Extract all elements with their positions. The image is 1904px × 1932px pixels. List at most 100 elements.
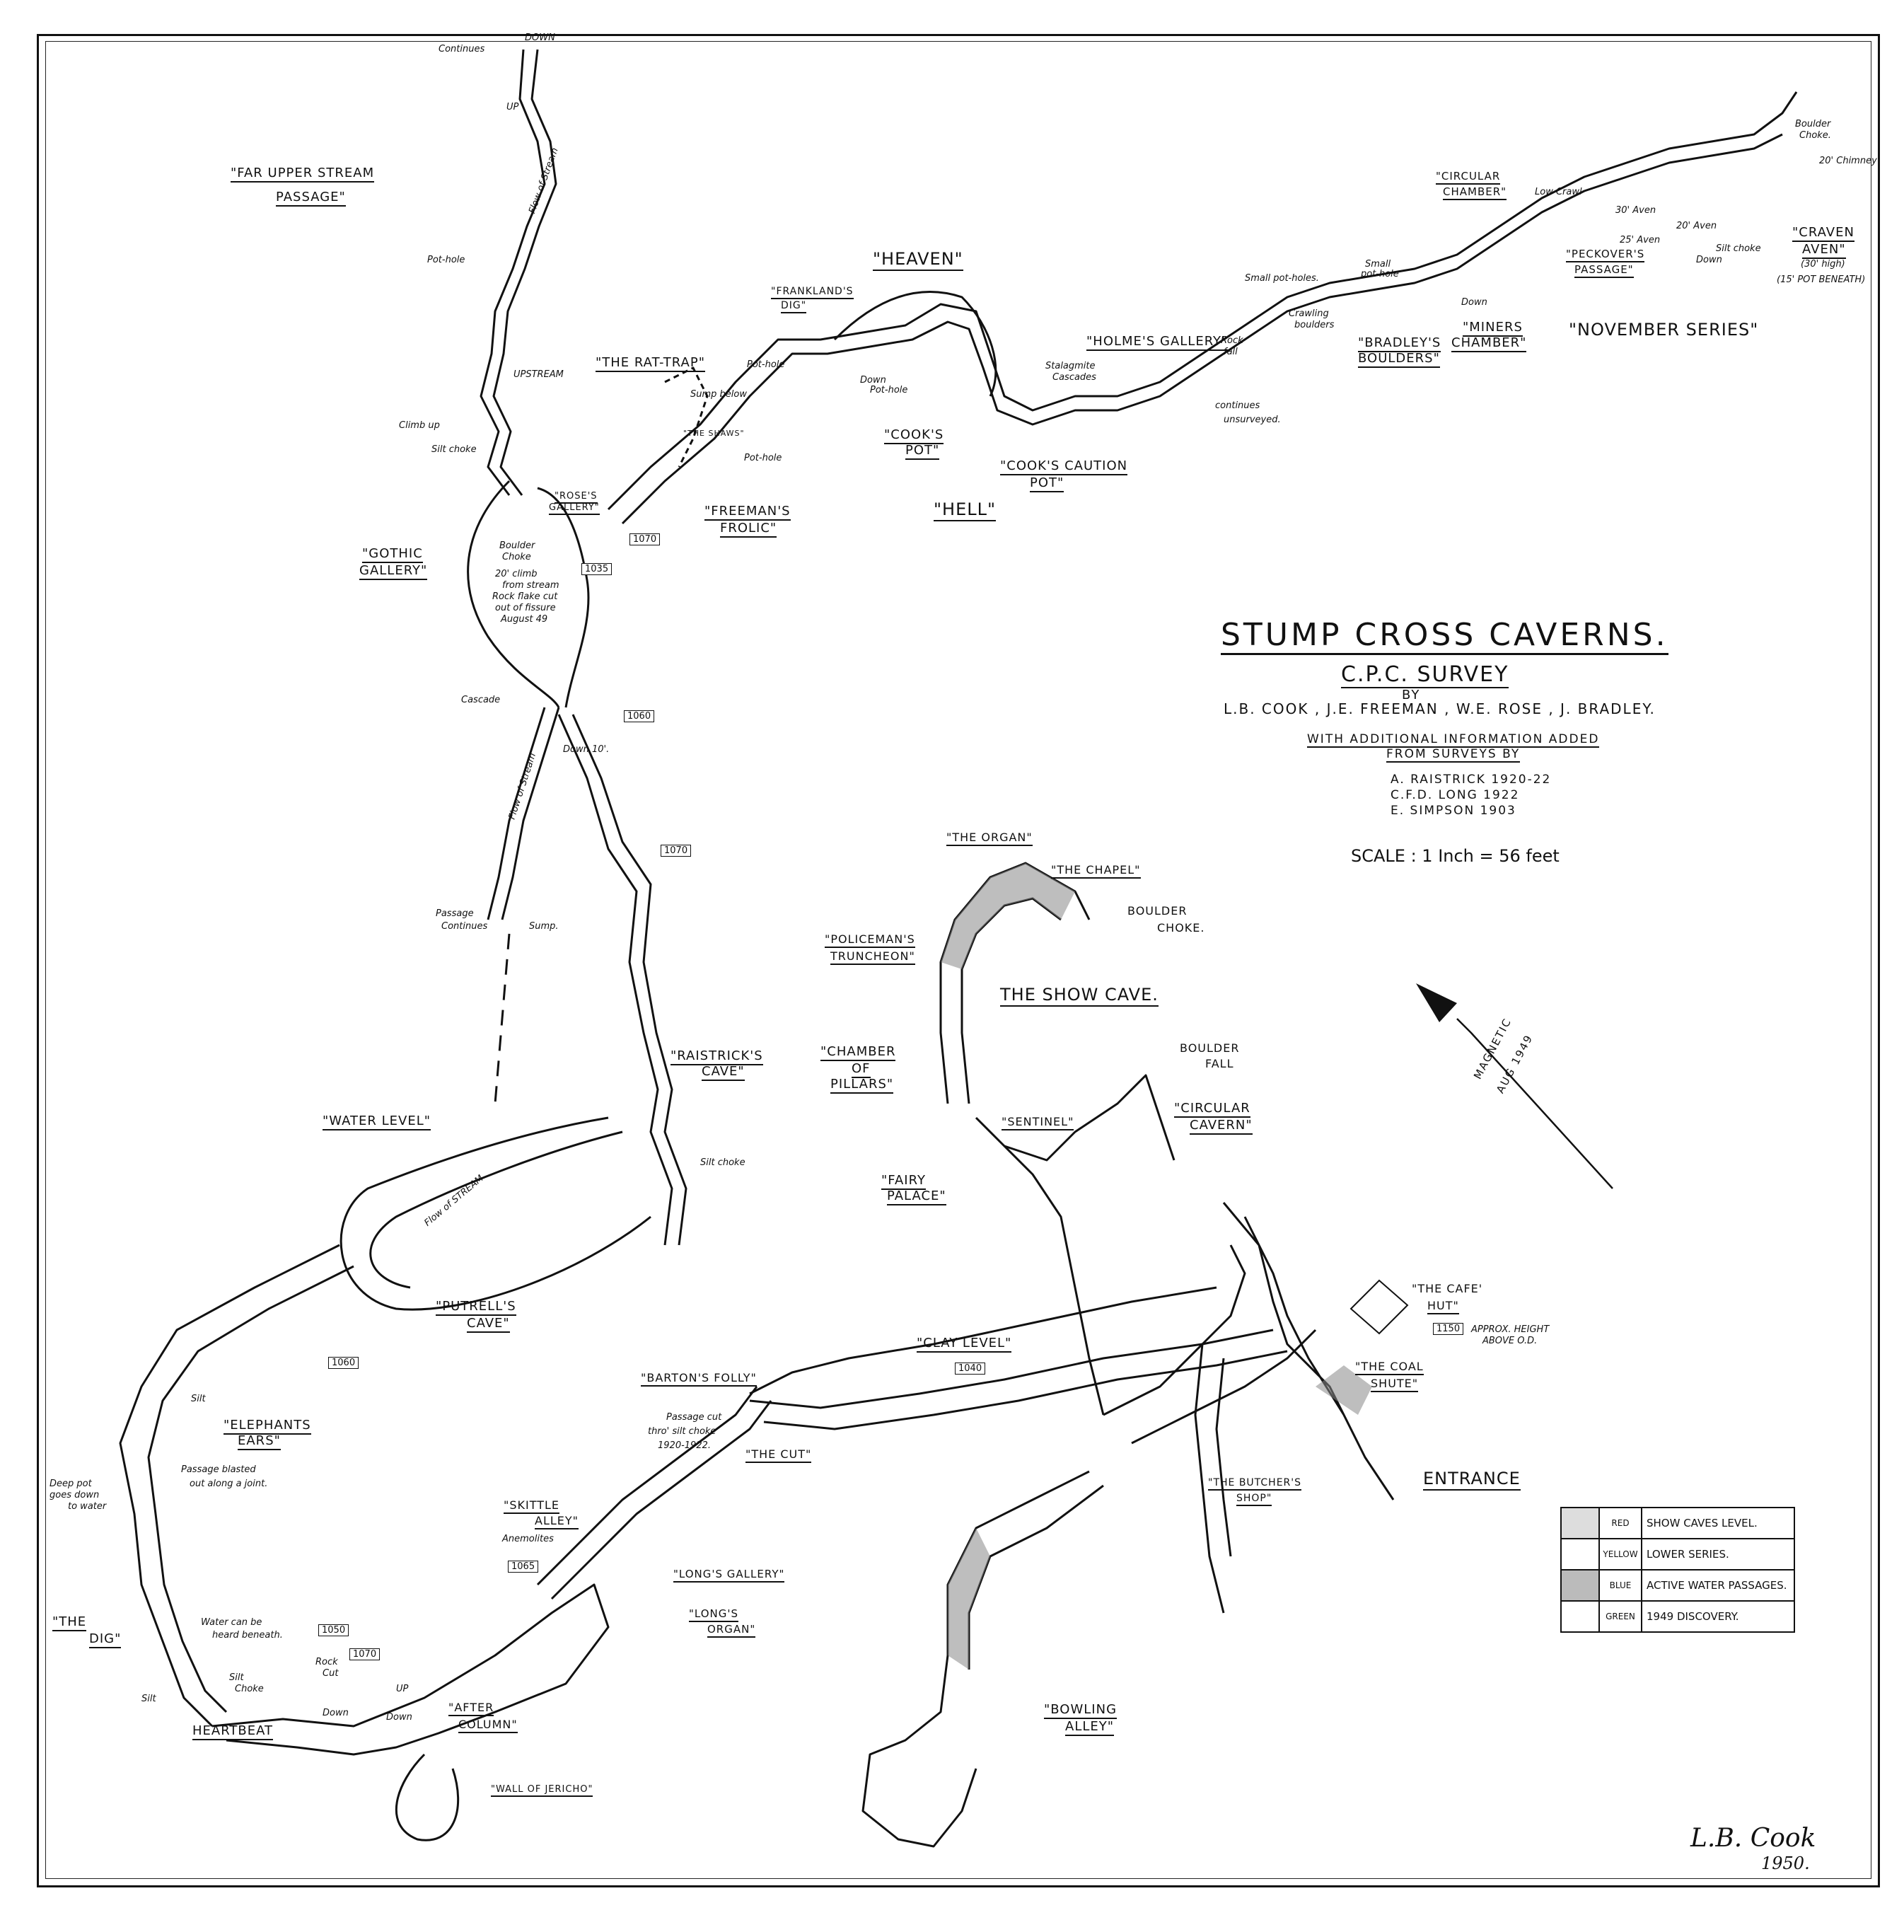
signature: L.B. Cook <box>1690 1824 1816 1853</box>
note-small-pothole-1: Small <box>1365 259 1391 270</box>
note-climb-3: Rock flake cut <box>492 591 558 602</box>
label-holmes-gallery: "HOLME'S GALLERY" <box>1086 334 1229 351</box>
note-down-pothole-1: Down <box>860 375 886 386</box>
source-1: A. RAISTRICK 1920-22 <box>1391 773 1552 787</box>
legend-swatch <box>1562 1571 1600 1600</box>
legend-key: GREEN <box>1600 1602 1642 1631</box>
dashed-link <box>494 933 511 1104</box>
note-pot-hole-3: Pot-hole <box>747 359 785 370</box>
label-show-cave: THE SHOW CAVE. <box>1000 985 1159 1007</box>
note-passage-blasted-2: out along a joint. <box>190 1479 268 1489</box>
label-boulder-choke-2: CHOKE. <box>1157 921 1205 935</box>
label-policemans-1: "POLICEMAN'S <box>825 932 915 948</box>
label-circular-cavern-2: CAVERN" <box>1190 1118 1253 1135</box>
label-elephants-2: EARS" <box>238 1433 281 1450</box>
label-raistricks-1: "RAISTRICK'S <box>671 1048 763 1065</box>
show-cave-shading <box>941 863 1075 969</box>
label-elephants-1: "ELEPHANTS <box>224 1418 311 1435</box>
note-cascade: Cascade <box>461 695 501 705</box>
label-water-level: "WATER LEVEL" <box>323 1113 431 1130</box>
height-box: 1050 <box>318 1624 349 1636</box>
note-up: UP <box>506 102 519 112</box>
label-the-dig-1: "THE <box>52 1614 87 1631</box>
label-longs-organ-1: "LONG'S <box>689 1607 739 1622</box>
rat-trap <box>664 366 709 468</box>
note-rock-cut-2: Cut <box>323 1668 339 1679</box>
label-freemans-1: "FREEMAN'S <box>704 504 791 521</box>
note-aven-20: 20' Aven <box>1676 221 1717 231</box>
upper-series-main <box>607 91 1798 525</box>
label-boulder-fall-1: BOULDER <box>1180 1041 1240 1055</box>
label-gothic-1: "GOTHIC <box>362 546 423 563</box>
label-fairy-palace-1: "FAIRY <box>881 1173 926 1190</box>
note-pot-hole: Pot-hole <box>427 255 465 265</box>
label-fairy-palace-2: PALACE" <box>887 1188 946 1205</box>
label-shaws: "THE SHAWS" <box>683 429 745 438</box>
label-peckovers-2: PASSAGE" <box>1574 263 1634 278</box>
label-roses-1: "ROSE'S <box>555 491 598 504</box>
label-putrells-2: CAVE" <box>467 1316 510 1333</box>
legend-key: YELLOW <box>1600 1539 1642 1569</box>
note-down-c: Down <box>1461 297 1487 308</box>
label-circular-chamber-1: "CIRCULAR <box>1436 170 1501 185</box>
scale-label: SCALE : 1 Inch = 56 feet <box>1351 846 1560 866</box>
coal-shute-shading <box>1316 1365 1372 1415</box>
legend-key: RED <box>1600 1508 1642 1538</box>
note-aven-25: 25' Aven <box>1620 235 1661 245</box>
note-craven-height-1: (30' high) <box>1801 259 1845 270</box>
note-deep-pot-1: Deep pot <box>50 1479 92 1489</box>
label-rat-trap: "THE RAT-TRAP" <box>596 355 706 372</box>
note-climb-1: 20' climb <box>495 569 538 579</box>
label-november-series: "NOVEMBER SERIES" <box>1569 320 1759 340</box>
label-far-upper-stream-1: "FAR UPPER STREAM <box>231 166 375 183</box>
label-the-cut: "THE CUT" <box>745 1447 812 1463</box>
raistrick-passage <box>557 714 687 1246</box>
note-down-10: Down 10'. <box>563 744 610 755</box>
note-approx-height-1: APPROX. HEIGHT <box>1471 1324 1550 1335</box>
note-down-b: Down <box>386 1712 412 1723</box>
label-craven-1: "CRAVEN <box>1792 225 1854 242</box>
note-continues: Continues <box>439 44 485 54</box>
by-label: BY <box>1402 688 1421 702</box>
note-passage-cut-2: thro' silt choke <box>648 1426 716 1437</box>
label-bradleys-2: BOULDERS" <box>1358 351 1440 368</box>
survey-subtitle: C.P.C. SURVEY <box>1341 662 1509 688</box>
note-stalagmite-1: Stalagmite <box>1045 361 1096 371</box>
label-skittle-2: ALLEY" <box>535 1514 579 1529</box>
note-water-heard-1: Water can be <box>201 1617 262 1628</box>
note-small-potholes: Small pot-holes. <box>1245 273 1319 284</box>
label-circular-cavern-1: "CIRCULAR <box>1174 1101 1250 1118</box>
label-after-column-2: COLUMN" <box>458 1718 518 1733</box>
label-cafe-hut-1: "THE CAFE' <box>1412 1282 1483 1295</box>
label-sentinel: "SENTINEL" <box>1002 1115 1074 1130</box>
note-down-a: Down <box>323 1708 349 1718</box>
label-cooks-pot-2: POT" <box>905 443 940 460</box>
legend-swatch <box>1562 1539 1600 1569</box>
note-crawling-1: Crawling <box>1289 308 1329 319</box>
note-rock-cut-1: Rock <box>315 1657 338 1667</box>
label-roses-2: GALLERY" <box>549 502 600 515</box>
label-entrance: ENTRANCE <box>1423 1469 1521 1491</box>
note-low-crawl: Low Crawl <box>1535 187 1582 197</box>
label-wall-jericho: "WALL OF JERICHO" <box>491 1784 593 1797</box>
source-3: E. SIMPSON 1903 <box>1391 804 1516 818</box>
gothic-gallery-loop <box>467 480 590 708</box>
label-circular-chamber-2: CHAMBER" <box>1443 185 1507 200</box>
note-silt-choke-2: Silt choke <box>700 1157 745 1168</box>
note-small-pothole-2: pot-hole <box>1361 269 1399 279</box>
heartbeat-passage <box>211 1583 610 1756</box>
label-bartons-folly: "BARTON'S FOLLY" <box>641 1371 757 1387</box>
height-box: 1040 <box>955 1363 986 1375</box>
label-the-organ: "THE ORGAN" <box>946 831 1033 846</box>
note-deep-pot-3: to water <box>68 1501 107 1512</box>
note-boulder-choke-ne-2: Choke. <box>1799 130 1831 141</box>
label-raistricks-2: CAVE" <box>702 1064 745 1081</box>
note-craven-height-2: (15' POT BENEATH) <box>1777 274 1866 285</box>
note-rock-fall-1: Rock <box>1221 335 1243 346</box>
note-aven-30: 30' Aven <box>1615 205 1656 216</box>
label-franklands-1: "FRANKLAND'S <box>771 286 854 299</box>
note-stalagmite-2: Cascades <box>1052 372 1096 383</box>
